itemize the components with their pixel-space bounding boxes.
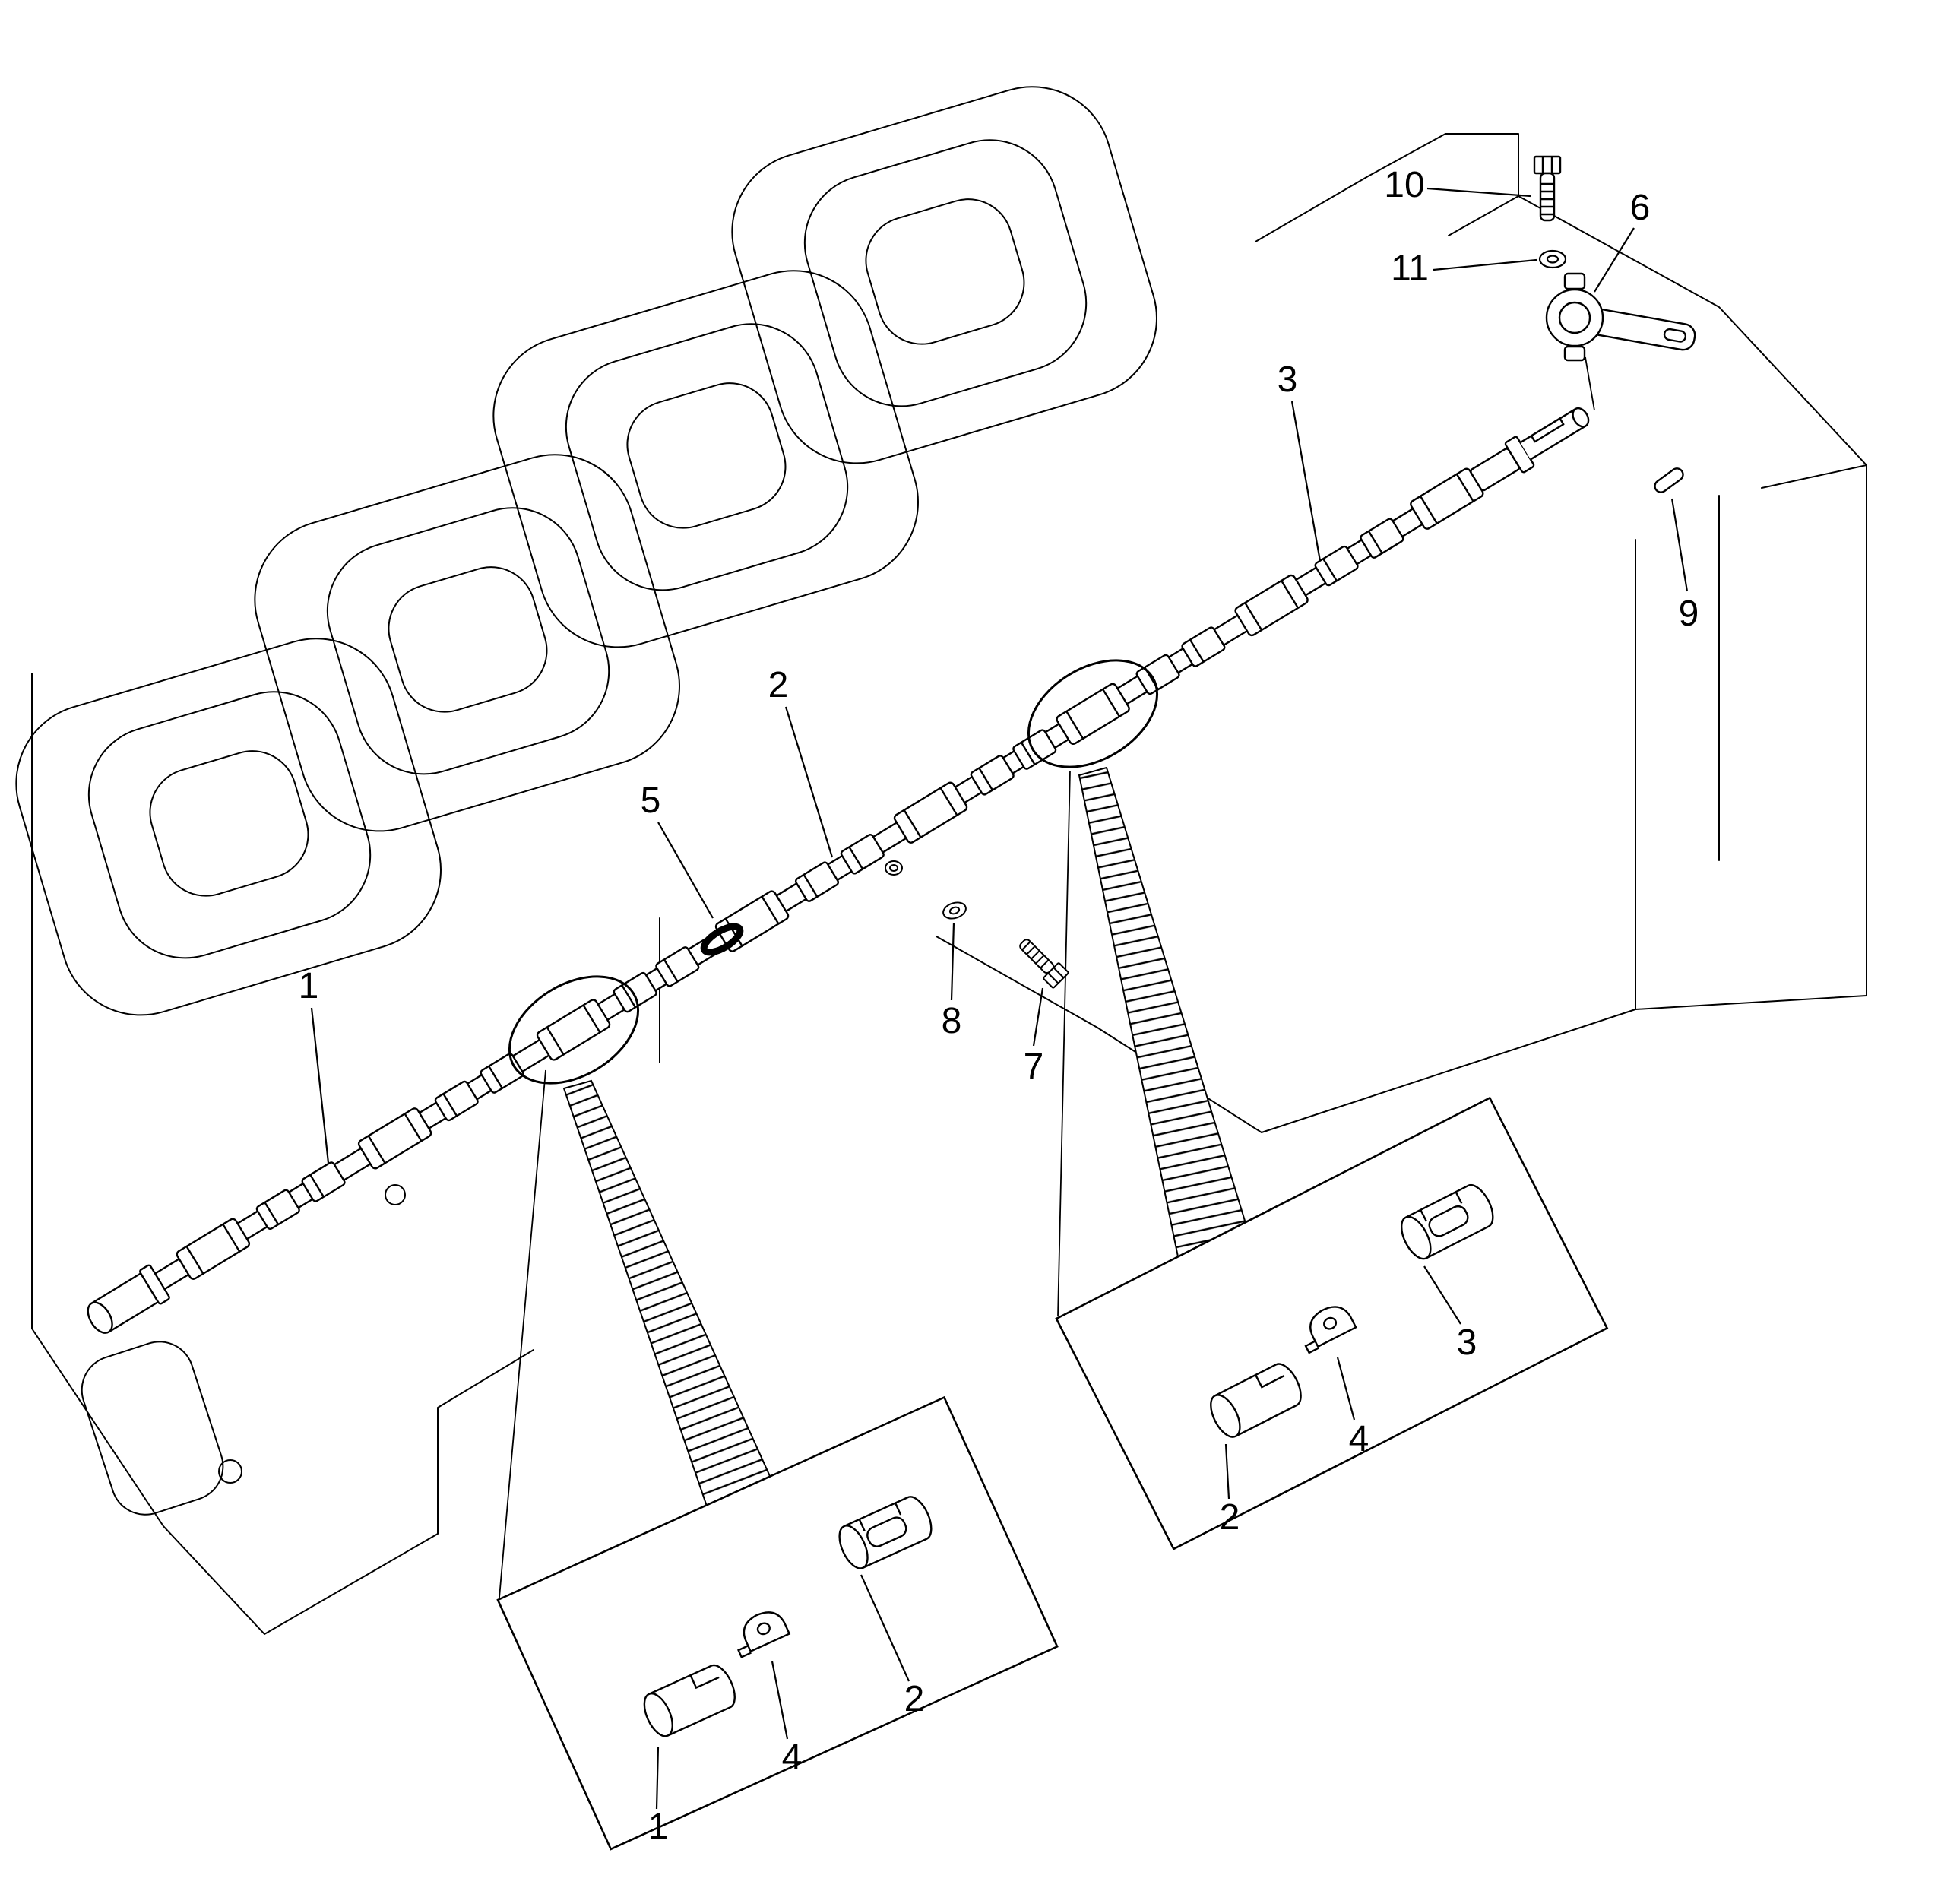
camshaft-journal [1233, 572, 1310, 638]
camshaft-rear-cap [87, 1301, 113, 1334]
cylinder-head-pocket-1 [15, 638, 442, 1016]
detail-right-label-cap: 4 [1349, 1419, 1369, 1459]
camshaft-journal [891, 780, 970, 845]
zoom-ellipse-upper [1027, 659, 1159, 768]
detail-right-label-slotted: 3 [1457, 1322, 1477, 1363]
callout-label-9: 9 [1679, 594, 1699, 634]
block-right-inner-edge-4 [1761, 464, 1867, 489]
callout-label-11: 11 [1391, 249, 1429, 289]
detail-left-label-cap: 4 [782, 1737, 803, 1778]
block-left-port [81, 1341, 224, 1516]
hatch-band-right [1078, 766, 1257, 1295]
leader-detail-right-3 [1423, 1265, 1461, 1325]
leader-detail-right-2 [1224, 1443, 1230, 1500]
callout-label-6: 6 [1630, 188, 1651, 228]
zoom-ellipse-lower [508, 975, 640, 1085]
callout-label-3: 3 [1278, 360, 1298, 400]
callout-label-10: 10 [1384, 165, 1424, 205]
callout-label-1: 1 [299, 966, 319, 1006]
cylinder-head-pocket-3 [492, 270, 919, 648]
block-right-inner-edge-3 [1448, 195, 1519, 236]
camshaft-journal [535, 997, 613, 1063]
camshaft-journal [174, 1216, 252, 1281]
camshaft-bracket-6 [1545, 272, 1696, 362]
leader-9 [1670, 498, 1689, 592]
camshaft-nose-cap [1572, 407, 1590, 428]
camshaft-rear-collar [139, 1264, 170, 1305]
leader-1 [310, 1007, 330, 1164]
leader-6 [1594, 227, 1635, 293]
detail-box-right [1055, 1096, 1609, 1550]
detail-box-left [496, 1395, 1059, 1851]
callout-label-8: 8 [942, 1001, 962, 1041]
leader-2 [784, 706, 834, 858]
leader-detail-right-4 [1336, 1357, 1356, 1421]
washer-8 [940, 898, 969, 923]
leader-detail-left-2 [860, 1574, 910, 1682]
camshaft-journal [1054, 681, 1132, 746]
lock-washer-11 [1538, 249, 1567, 269]
camshaft-journal [356, 1106, 434, 1171]
block-oil-hole-2 [385, 1184, 406, 1205]
camshaft [87, 407, 1590, 1334]
leader-11 [1433, 258, 1537, 271]
callout-label-7: 7 [1024, 1047, 1044, 1087]
detail-projection-line-right [1057, 770, 1071, 1317]
thrust-ring-5 [700, 923, 744, 956]
leader-10 [1426, 187, 1531, 198]
leader-3 [1290, 401, 1322, 562]
callout-label-2: 2 [768, 665, 789, 705]
mount-bolt-10 [1533, 155, 1562, 222]
leader-8 [950, 922, 955, 1001]
bracket-to-shaft-line [1585, 356, 1595, 411]
block-right-silhouette [936, 133, 1867, 1133]
block-oil-hole-1 [218, 1459, 242, 1484]
detail-left-label-slotted: 2 [904, 1679, 925, 1719]
engine-block-outline [15, 86, 1867, 1635]
camshaft-keyway [1530, 417, 1565, 443]
cylinder-head-pocket-2 [254, 454, 680, 832]
cylinder-head-pocket-4 [731, 86, 1157, 464]
block-left-silhouette [31, 673, 534, 1635]
detail-left-label-bushing: 1 [648, 1807, 669, 1847]
callout-label-5: 5 [641, 781, 661, 821]
leader-7 [1032, 987, 1044, 1047]
leader-detail-left-4 [771, 1661, 789, 1740]
woodruff-key-9 [1654, 467, 1684, 493]
detail-right-label-bushing: 2 [1220, 1497, 1240, 1538]
lock-bolt-7 [1014, 933, 1070, 990]
detail-projection-line-left [499, 1069, 546, 1598]
lock-bolt-hole [885, 860, 903, 876]
leader-5 [657, 822, 714, 919]
leader-detail-left-1 [655, 1746, 660, 1810]
